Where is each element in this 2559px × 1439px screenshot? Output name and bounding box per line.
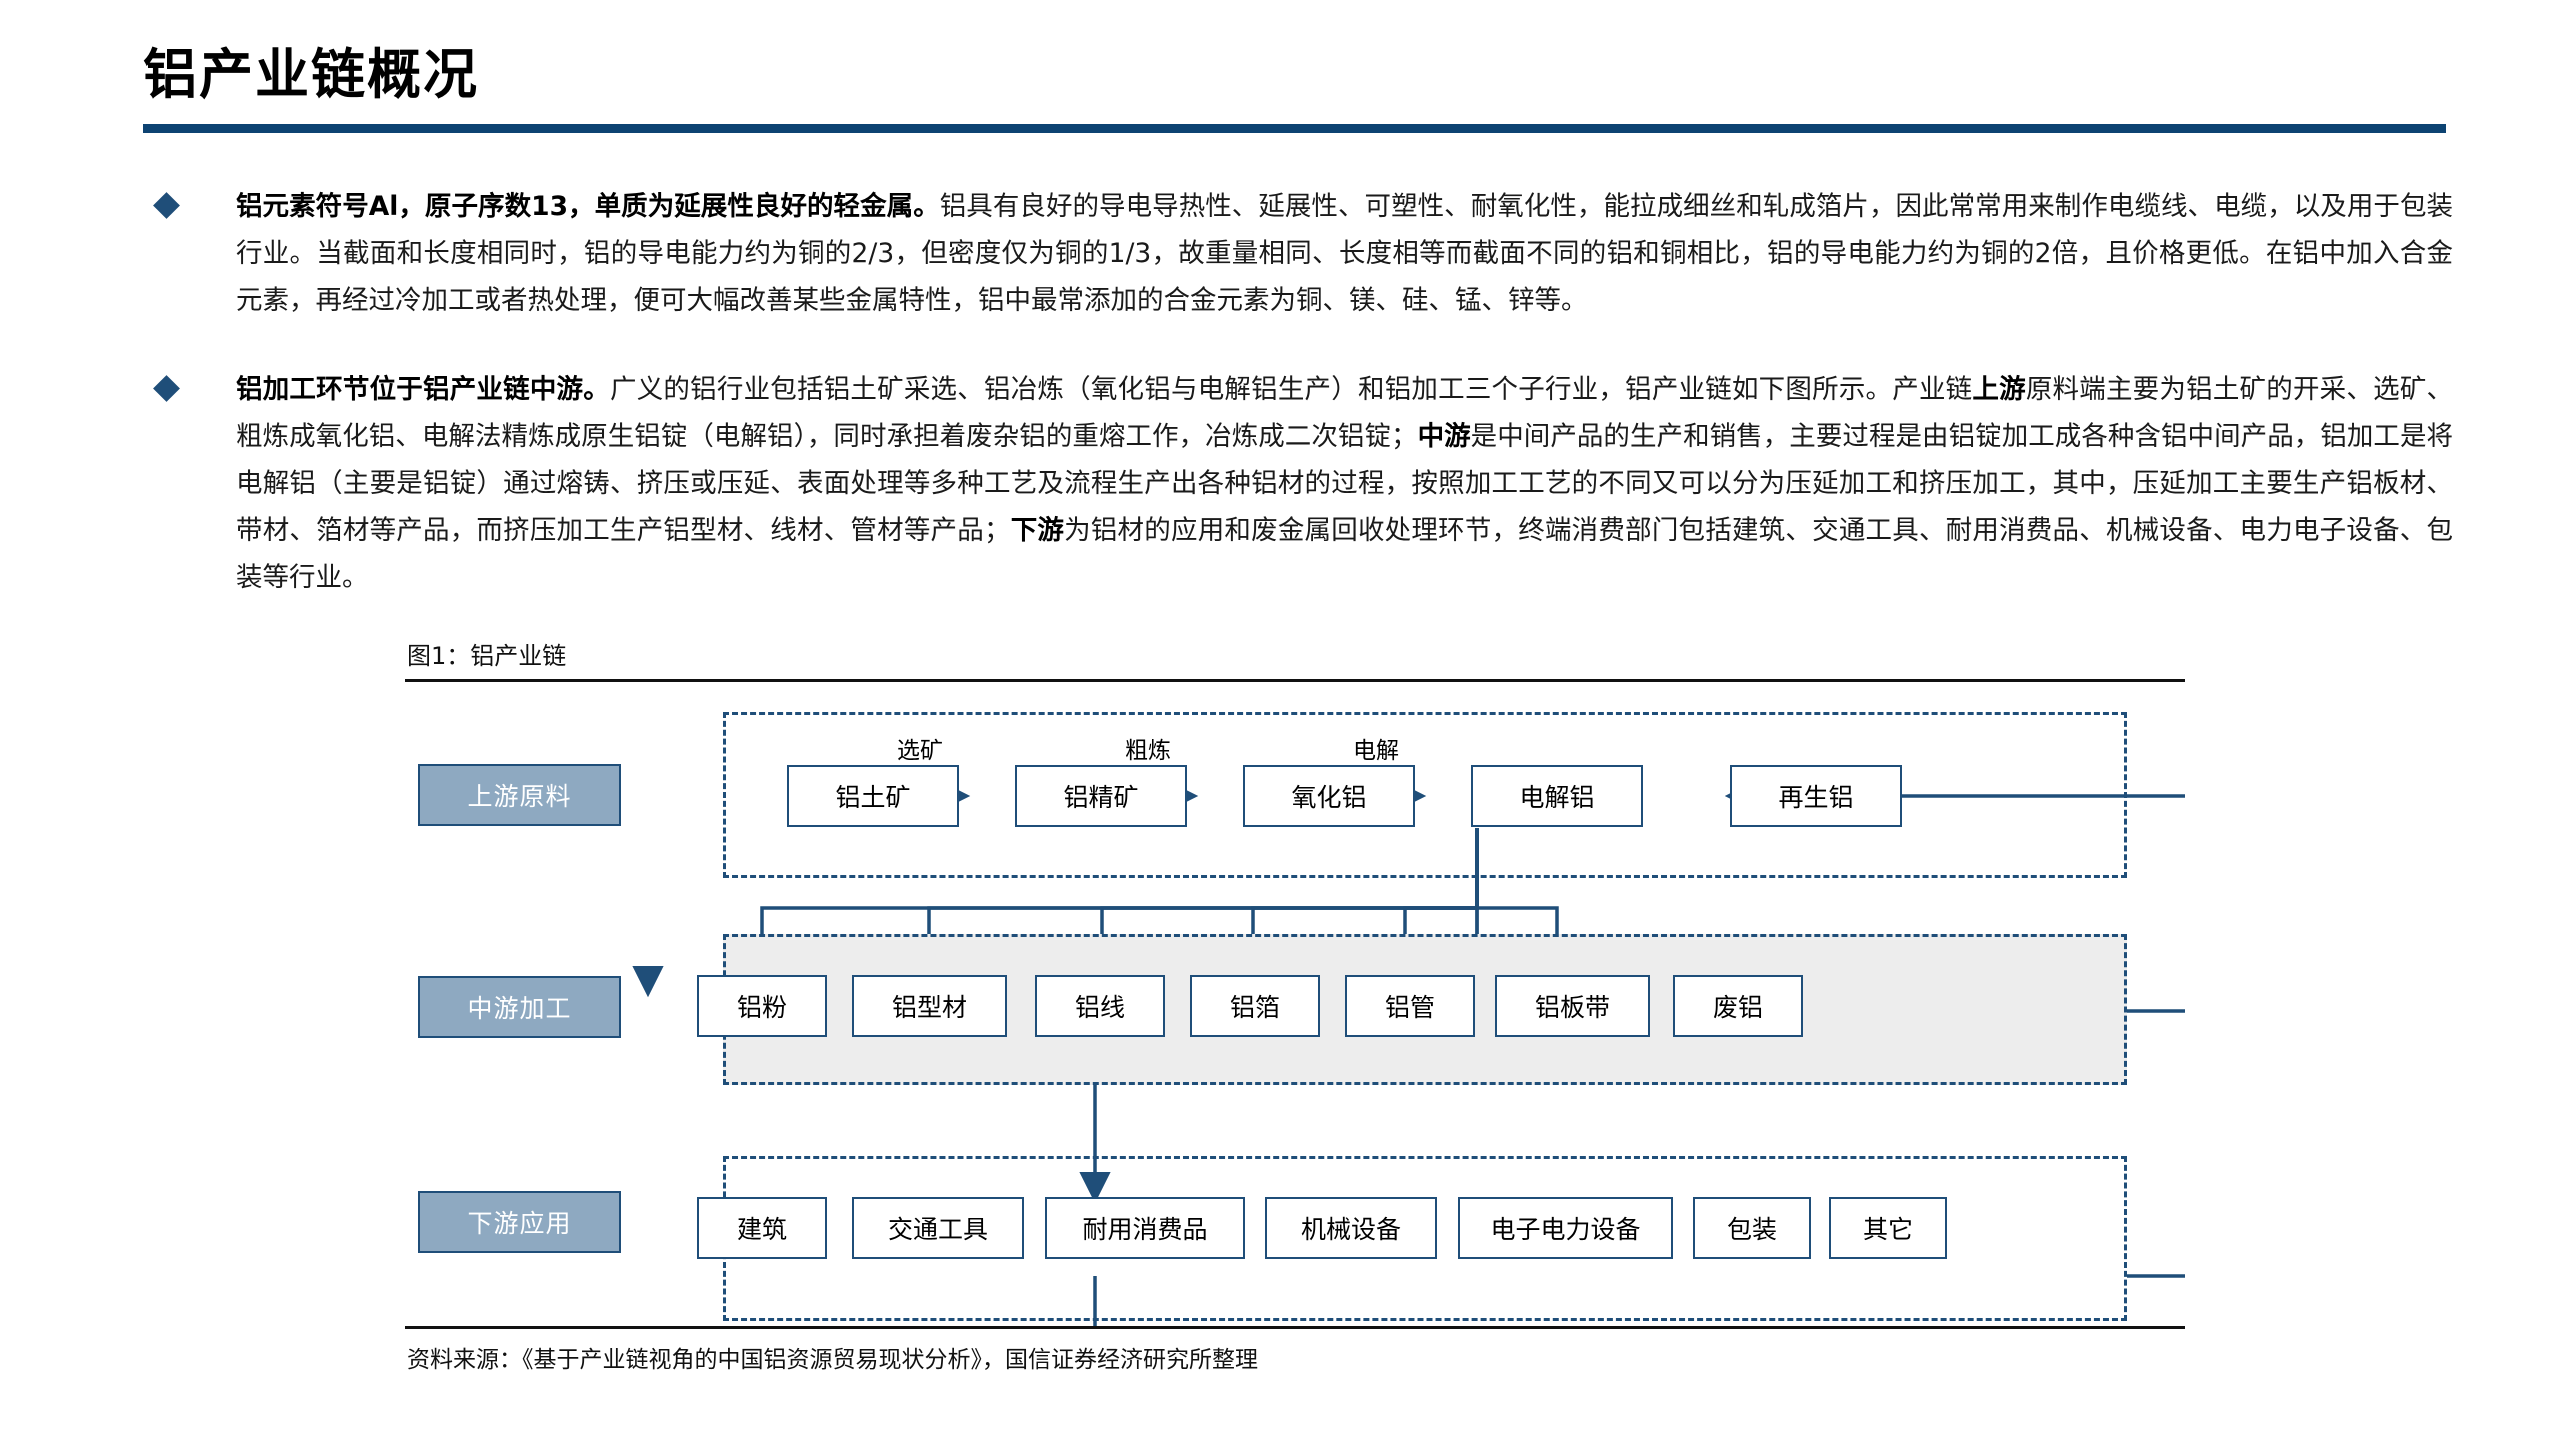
figure-source-note: 资料来源：《基于产业链视角的中国铝资源贸易现状分析》，国信证券经济研究所整理 bbox=[407, 1347, 1258, 1373]
node-electric-equipment[interactable]: 电子电力设备 bbox=[1458, 1197, 1673, 1259]
figure-caption: 图1：铝产业链 bbox=[407, 642, 567, 670]
paragraph-1-text: 铝元素符号Al，原子序数13，单质为延展性良好的轻金属。铝具有良好的导电导热性、… bbox=[236, 191, 2453, 316]
aluminium-value-chain-diagram: 上游原料 中游加工 下游应用 铝土矿 铝精矿 氧化铝 电解铝 再生铝 选矿 粗炼… bbox=[405, 676, 2185, 1326]
node-aluminum-foil[interactable]: 铝箔 bbox=[1190, 975, 1320, 1037]
stage-label-upstream: 上游原料 bbox=[418, 764, 621, 826]
node-aluminum-profile[interactable]: 铝型材 bbox=[852, 975, 1007, 1037]
node-machinery[interactable]: 机械设备 bbox=[1265, 1197, 1437, 1259]
edge-label-electrolysis: 电解 bbox=[1353, 738, 1399, 764]
page-title: 铝产业链概况 bbox=[143, 43, 479, 106]
paragraph-2-text: 铝加工环节位于铝产业链中游。广义的铝行业包括铝土矿采选、铝冶炼（氧化铝与电解铝生… bbox=[236, 374, 2454, 593]
node-construction[interactable]: 建筑 bbox=[697, 1197, 827, 1259]
stage-label-midstream: 中游加工 bbox=[418, 976, 621, 1038]
title-underline-rule bbox=[143, 124, 2446, 133]
node-packaging[interactable]: 包装 bbox=[1693, 1197, 1811, 1259]
node-others[interactable]: 其它 bbox=[1829, 1197, 1947, 1259]
node-electrolytic-aluminum[interactable]: 电解铝 bbox=[1471, 765, 1643, 827]
figure-block: 图1：铝产业链 bbox=[405, 636, 2185, 682]
node-aluminum-powder[interactable]: 铝粉 bbox=[697, 975, 827, 1037]
node-aluminum-wire[interactable]: 铝线 bbox=[1035, 975, 1165, 1037]
node-alumina[interactable]: 氧化铝 bbox=[1243, 765, 1415, 827]
edge-label-ore-dressing: 选矿 bbox=[897, 738, 943, 764]
bullet-paragraph-1: 铝元素符号Al，原子序数13，单质为延展性良好的轻金属。铝具有良好的导电导热性、… bbox=[143, 183, 2453, 324]
upstream-zone-box bbox=[723, 712, 2127, 878]
edge-label-rough-smelting: 粗炼 bbox=[1125, 738, 1171, 764]
node-transportation[interactable]: 交通工具 bbox=[852, 1197, 1024, 1259]
node-scrap-aluminum[interactable]: 废铝 bbox=[1673, 975, 1803, 1037]
stage-label-downstream: 下游应用 bbox=[418, 1191, 621, 1253]
node-recycled-aluminum[interactable]: 再生铝 bbox=[1730, 765, 1902, 827]
node-aluminum-tube[interactable]: 铝管 bbox=[1345, 975, 1475, 1037]
node-aluminum-sheet-strip[interactable]: 铝板带 bbox=[1495, 975, 1650, 1037]
node-aluminum-concentrate[interactable]: 铝精矿 bbox=[1015, 765, 1187, 827]
bullet-paragraph-2: 铝加工环节位于铝产业链中游。广义的铝行业包括铝土矿采选、铝冶炼（氧化铝与电解铝生… bbox=[143, 366, 2453, 601]
node-durable-goods[interactable]: 耐用消费品 bbox=[1045, 1197, 1245, 1259]
node-bauxite[interactable]: 铝土矿 bbox=[787, 765, 959, 827]
figure-top-rule bbox=[405, 679, 2185, 682]
figure-bottom-rule bbox=[405, 1326, 2185, 1329]
